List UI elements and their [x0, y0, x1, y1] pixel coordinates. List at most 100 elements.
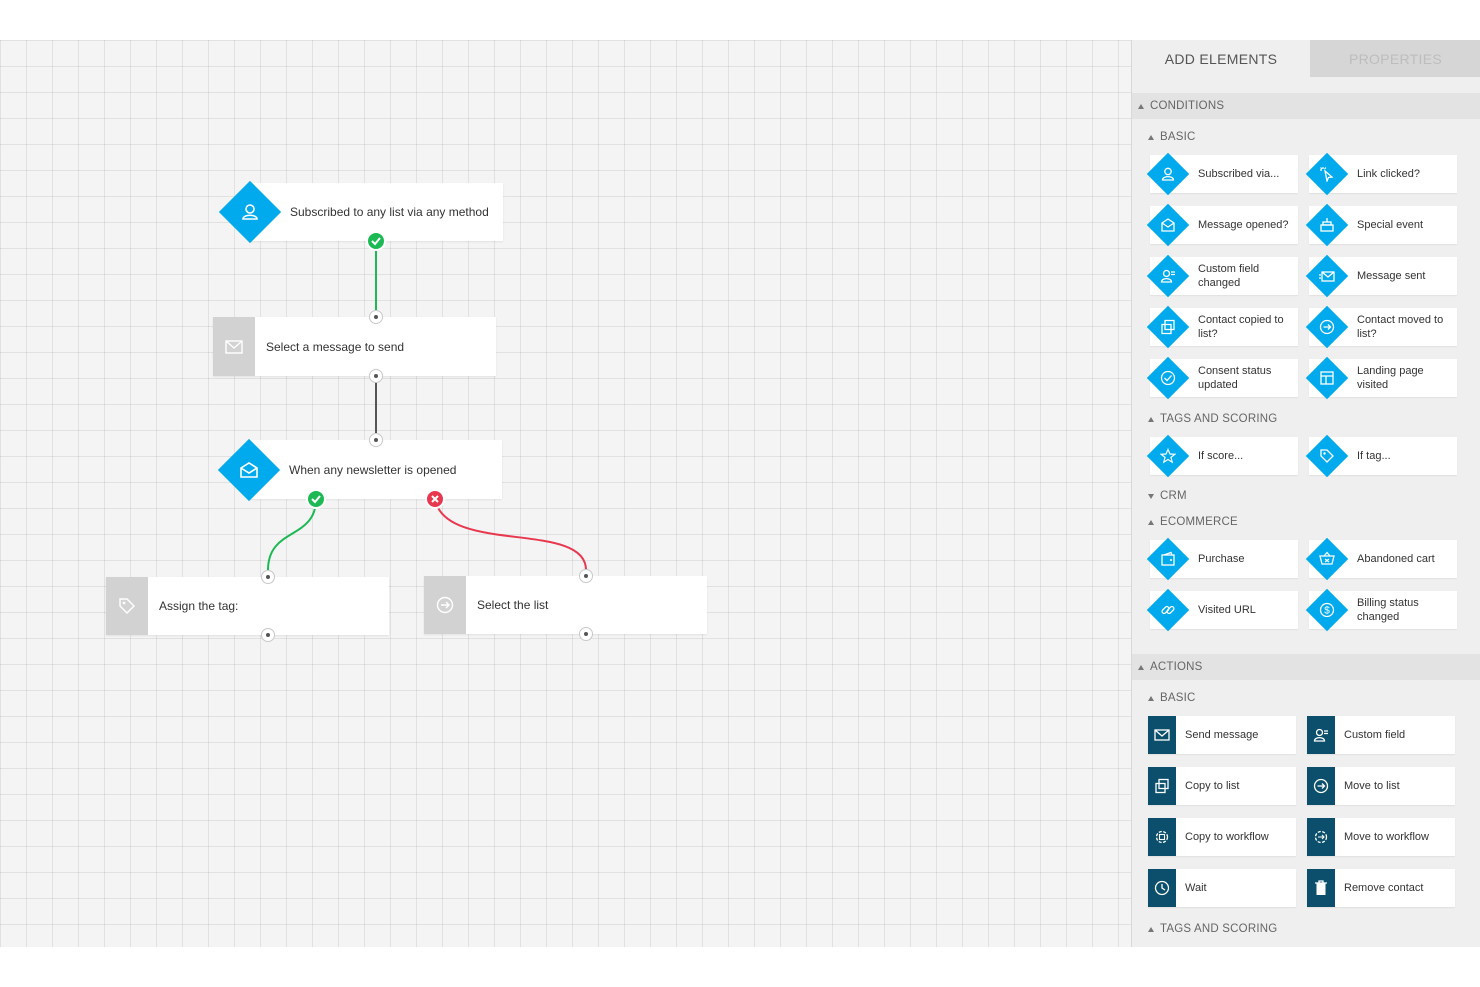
subsection-conditions-tags[interactable]: TAGS AND SCORING: [1148, 409, 1277, 429]
yes-badge: [366, 231, 386, 251]
tag-icon: [106, 577, 148, 635]
element-abandoned-cart[interactable]: Abandoned cart: [1305, 537, 1457, 581]
element-label: Visited URL: [1198, 604, 1256, 616]
copy-icon: [1148, 767, 1176, 805]
elements-panel: ADD ELEMENTS PROPERTIES CONDITIONS BASIC…: [1131, 40, 1480, 947]
expand-icon: [1148, 493, 1154, 499]
subsection-title: ECOMMERCE: [1160, 516, 1238, 528]
element-label: Link clicked?: [1357, 168, 1420, 180]
port-send-in[interactable]: [369, 310, 383, 324]
wallet-icon: [1146, 537, 1190, 581]
subsection-title: BASIC: [1160, 692, 1196, 704]
node-assign-tag-label: Assign the tag:: [159, 599, 239, 613]
subsection-conditions-basic[interactable]: BASIC: [1148, 127, 1196, 147]
node-condition-opened-label: When any newsletter is opened: [289, 462, 457, 477]
clock-icon: [1148, 869, 1176, 907]
port-tag-out[interactable]: [261, 628, 275, 642]
move-arrow-icon: [1307, 767, 1335, 805]
element-remove-contact[interactable]: Remove contact: [1307, 869, 1455, 907]
tab-add-elements[interactable]: ADD ELEMENTS: [1132, 40, 1310, 77]
collapse-icon: [1138, 664, 1144, 670]
element-contact-moved[interactable]: Contact moved to list?: [1305, 305, 1457, 349]
section-actions[interactable]: ACTIONS: [1132, 654, 1480, 680]
element-label: Contact copied to list?: [1198, 314, 1284, 340]
port-list-in[interactable]: [579, 569, 593, 583]
connector-no-to-list: [434, 498, 587, 571]
subsection-actions-tags[interactable]: TAGS AND SCORING: [1148, 919, 1277, 939]
element-send-message[interactable]: Send message: [1148, 716, 1296, 754]
element-label: Wait: [1185, 882, 1207, 894]
element-subscribed-via[interactable]: Subscribed via...: [1146, 152, 1298, 196]
element-consent-status[interactable]: Consent status updated: [1146, 356, 1298, 400]
yes-badge: [306, 489, 326, 509]
element-label: Move to list: [1344, 780, 1400, 792]
element-if-tag[interactable]: If tag...: [1305, 434, 1457, 478]
element-purchase[interactable]: Purchase: [1146, 537, 1298, 581]
port-tag-in[interactable]: [261, 570, 275, 584]
collapse-icon: [1148, 695, 1154, 701]
element-label: Move to workflow: [1344, 831, 1429, 843]
envelope-icon: [213, 317, 255, 376]
element-wait[interactable]: Wait: [1148, 869, 1296, 907]
element-billing-status[interactable]: $ Billing status changed: [1305, 588, 1457, 632]
subsection-crm[interactable]: CRM: [1148, 486, 1187, 506]
element-label: Billing status changed: [1357, 597, 1419, 623]
element-move-to-workflow[interactable]: Move to workflow: [1307, 818, 1455, 856]
element-message-sent[interactable]: Message sent: [1305, 254, 1457, 298]
port-send-out[interactable]: [369, 369, 383, 383]
element-label: Abandoned cart: [1357, 553, 1435, 565]
element-label: Custom field changed: [1198, 263, 1260, 289]
no-badge: [425, 489, 445, 509]
node-condition-diamond[interactable]: [217, 438, 281, 502]
cake-icon: [1305, 203, 1349, 247]
workflow-canvas[interactable]: Subscribed to any list via any method Se…: [0, 40, 1131, 947]
link-icon: [1146, 588, 1190, 632]
connector-yes-to-tag: [267, 498, 317, 571]
trash-icon: [1307, 869, 1335, 907]
cart-icon: [1305, 537, 1349, 581]
star-icon: [1146, 434, 1190, 478]
element-copy-to-list[interactable]: Copy to list: [1148, 767, 1296, 805]
port-list-out[interactable]: [579, 627, 593, 641]
subsection-title: TAGS AND SCORING: [1160, 413, 1278, 425]
element-move-to-list[interactable]: Move to list: [1307, 767, 1455, 805]
element-special-event[interactable]: Special event: [1305, 203, 1457, 247]
element-visited-url[interactable]: Visited URL: [1146, 588, 1298, 632]
element-label: Contact moved to list?: [1357, 314, 1444, 340]
tab-properties[interactable]: PROPERTIES: [1310, 40, 1480, 77]
element-label: Copy to list: [1185, 780, 1240, 792]
element-label: Purchase: [1198, 553, 1245, 565]
subsection-title: BASIC: [1160, 131, 1196, 143]
node-trigger-diamond[interactable]: [218, 180, 282, 244]
node-assign-tag[interactable]: Assign the tag:: [106, 577, 389, 635]
element-custom-field[interactable]: Custom field: [1307, 716, 1455, 754]
node-trigger-label: Subscribed to any list via any method: [290, 205, 489, 219]
element-label: Landing page visited: [1357, 365, 1424, 391]
node-select-list-label: Select the list: [477, 598, 549, 612]
element-message-opened[interactable]: Message opened?: [1146, 203, 1298, 247]
subsection-ecommerce[interactable]: ECOMMERCE: [1148, 512, 1238, 532]
envelope-open-icon: [1146, 203, 1190, 247]
dollar-badge-icon: $: [1305, 588, 1349, 632]
user-edit-icon: [1146, 254, 1190, 298]
node-send-message[interactable]: Select a message to send: [213, 317, 496, 376]
node-select-list[interactable]: Select the list: [424, 576, 707, 634]
element-label: Remove contact: [1344, 882, 1424, 894]
element-copy-to-workflow[interactable]: Copy to workflow: [1148, 818, 1296, 856]
section-conditions[interactable]: CONDITIONS: [1132, 93, 1480, 119]
element-if-score[interactable]: If score...: [1146, 434, 1298, 478]
element-custom-field-changed[interactable]: Custom field changed: [1146, 254, 1298, 298]
collapse-icon: [1148, 416, 1154, 422]
element-contact-copied[interactable]: Contact copied to list?: [1146, 305, 1298, 349]
subsection-actions-basic[interactable]: BASIC: [1148, 688, 1196, 708]
element-landing-page[interactable]: Landing page visited: [1305, 356, 1457, 400]
element-label: Message sent: [1357, 270, 1426, 282]
move-arrow-icon: [1305, 305, 1349, 349]
node-condition-opened[interactable]: When any newsletter is opened: [250, 440, 502, 499]
gear-copy-icon: [1148, 818, 1176, 856]
port-condition-in[interactable]: [369, 433, 383, 447]
element-link-clicked[interactable]: Link clicked?: [1305, 152, 1457, 196]
panel-tabs: ADD ELEMENTS PROPERTIES: [1132, 40, 1480, 77]
copy-icon: [1146, 305, 1190, 349]
